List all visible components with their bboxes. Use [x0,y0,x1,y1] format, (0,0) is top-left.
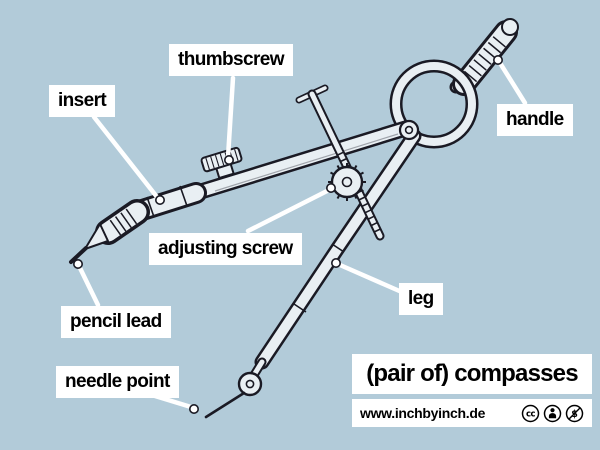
compass-adjusting-screw [295,84,385,241]
label-handle: handle [497,104,573,136]
cc-icon: cc [521,404,540,422]
compass-handle [449,18,519,96]
svg-text:cc: cc [526,409,536,419]
handle-cap [501,18,519,36]
credit-bar: www.inchbyinch.de cc $ [352,399,592,427]
leader-pencil-lead [77,265,101,308]
label-adjusting-screw: adjusting screw [149,233,302,265]
license-icons: cc $ [521,404,584,423]
compass-pencil-lead [69,246,88,264]
leader-dot-leg [330,257,341,268]
leader-dot-adjusting-screw [325,183,336,194]
leader-dot-insert [155,195,166,206]
compass-drawing [69,18,519,419]
leader-adjusting-screw [245,187,332,234]
compass-needle [204,391,246,419]
compass-thumbscrew [200,146,243,180]
compass-pivot-head [398,119,420,141]
compass-pencil-holder [69,199,150,264]
adjusting-nut [328,163,366,201]
leader-dot-handle [492,54,503,65]
leader-dot-needle-point [189,403,200,414]
leader-insert [91,114,160,200]
compass-bow-ring [389,59,479,149]
leader-dot-pencil-lead [73,258,84,269]
label-insert: insert [49,85,116,117]
leader-leg [337,262,407,296]
svg-text:$: $ [571,409,578,420]
website-link[interactable]: www.inchbyinch.de [360,405,486,421]
leader-lines [73,54,528,414]
noncommercial-icon: $ [565,404,584,422]
label-leg: leg [399,283,443,315]
attribution-icon [543,404,562,422]
label-pencil-lead: pencil lead [61,306,171,338]
leader-handle [497,60,528,106]
compass-right-leg [204,128,422,419]
diagram-title: (pair of) compasses [352,354,592,394]
compass-left-leg [162,120,415,209]
needle-clamp-knob [237,371,263,397]
leader-dot-thumbscrew [224,155,235,166]
label-needle-point: needle point [56,366,179,398]
label-thumbscrew: thumbscrew [169,44,293,76]
leader-thumbscrew [225,75,236,160]
